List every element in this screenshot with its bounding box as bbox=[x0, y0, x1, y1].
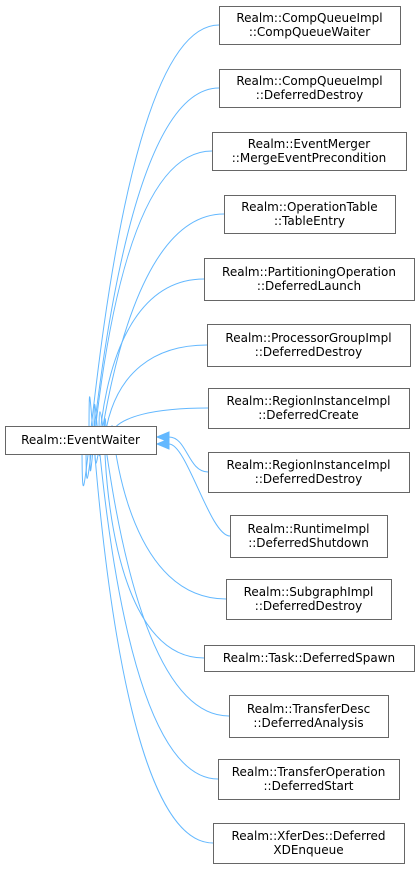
class-name-line: ::DeferredLaunch bbox=[257, 279, 361, 293]
inheritance-edge bbox=[88, 396, 214, 844]
derived-class-node[interactable]: Realm::RuntimeImpl::DeferredShutdown bbox=[230, 515, 388, 558]
inheritance-edge bbox=[168, 443, 231, 537]
class-name-line: Realm::XferDes::Deferred bbox=[232, 829, 386, 843]
class-name-line: ::DeferredCreate bbox=[258, 408, 359, 422]
class-name-line: ::TableEntry bbox=[274, 214, 345, 228]
class-name-line: Realm::RuntimeImpl bbox=[248, 522, 370, 536]
class-box bbox=[218, 759, 400, 800]
class-box bbox=[230, 515, 388, 558]
derived-class-node[interactable]: Realm::Task::DeferredSpawn bbox=[204, 645, 415, 672]
class-name-line: Realm::CompQueueImpl bbox=[236, 11, 382, 25]
class-box bbox=[224, 195, 396, 234]
class-name-line: Realm::OperationTable bbox=[241, 200, 377, 214]
class-name-line: Realm::CompQueueImpl bbox=[236, 74, 382, 88]
class-box bbox=[219, 69, 401, 108]
class-name-line: XDEnqueue bbox=[273, 843, 343, 857]
class-name-line: ::MergeEventPrecondition bbox=[232, 151, 386, 165]
class-box bbox=[219, 6, 401, 45]
inheritance-edge bbox=[81, 24, 220, 487]
class-box bbox=[204, 258, 415, 301]
derived-class-node[interactable]: Realm::RegionInstanceImpl::DeferredCreat… bbox=[208, 388, 410, 429]
base-class-node-event-waiter[interactable]: Realm::EventWaiter bbox=[5, 426, 157, 455]
class-name-line: Realm::TransferOperation bbox=[232, 765, 386, 779]
inheritance-edge bbox=[89, 150, 213, 472]
inheritance-arrowhead bbox=[155, 431, 170, 443]
class-name-line: Realm::PartitioningOperation bbox=[222, 265, 396, 279]
derived-class-node[interactable]: Realm::PartitioningOperation::DeferredLa… bbox=[204, 258, 415, 301]
class-name-line: Realm::Task::DeferredSpawn bbox=[223, 651, 395, 665]
class-name-line: Realm::TransferDesc bbox=[247, 702, 370, 716]
class-name-line: Realm::EventWaiter bbox=[21, 433, 140, 447]
class-name-line: ::DeferredDestroy bbox=[256, 88, 363, 102]
derived-class-node[interactable]: Realm::OperationTable::TableEntry bbox=[224, 195, 396, 234]
derived-class-node[interactable]: Realm::RegionInstanceImpl::DeferredDestr… bbox=[208, 452, 410, 493]
class-name-line: ::DeferredAnalysis bbox=[253, 716, 363, 730]
class-name-line: ::DeferredShutdown bbox=[248, 536, 369, 550]
derived-class-node[interactable]: Realm::TransferDesc::DeferredAnalysis bbox=[229, 695, 389, 738]
inheritance-arrowhead bbox=[155, 438, 170, 450]
class-name-line: ::DeferredDestroy bbox=[255, 472, 362, 486]
class-name-line: ::CompQueueWaiter bbox=[249, 25, 370, 39]
class-nodes: Realm::EventWaiter Realm::CompQueueImpl::… bbox=[5, 6, 415, 864]
derived-class-node[interactable]: Realm::EventMerger::MergeEventPreconditi… bbox=[212, 132, 407, 171]
inheritance-edge bbox=[103, 418, 205, 659]
class-box bbox=[208, 452, 410, 493]
derived-class-node[interactable]: Realm::SubgraphImpl::DeferredDestroy bbox=[226, 579, 392, 620]
class-name-line: ::DeferredStart bbox=[263, 779, 353, 793]
class-box bbox=[5, 426, 157, 455]
derived-class-node[interactable]: Realm::CompQueueImpl::DeferredDestroy bbox=[219, 69, 401, 108]
class-name-line: Realm::SubgraphImpl bbox=[244, 585, 374, 599]
class-name-line: Realm::ProcessorGroupImpl bbox=[225, 331, 391, 345]
inheritance-edge bbox=[93, 403, 219, 780]
class-box bbox=[229, 695, 389, 738]
derived-class-node[interactable]: Realm::ProcessorGroupImpl::DeferredDestr… bbox=[207, 324, 411, 367]
class-box bbox=[212, 132, 407, 171]
class-name-line: ::DeferredDestroy bbox=[255, 345, 362, 359]
inheritance-edge bbox=[98, 411, 230, 717]
inheritance-edge bbox=[111, 425, 227, 600]
class-name-line: Realm::RegionInstanceImpl bbox=[227, 394, 391, 408]
class-box bbox=[207, 324, 411, 367]
class-box bbox=[226, 579, 392, 620]
inheritance-edge bbox=[85, 87, 220, 479]
class-box bbox=[204, 645, 415, 672]
class-name-line: ::DeferredDestroy bbox=[255, 599, 362, 613]
class-box bbox=[213, 823, 405, 864]
inheritance-edge bbox=[168, 436, 209, 473]
derived-class-node[interactable]: Realm::CompQueueImpl::CompQueueWaiter bbox=[219, 6, 401, 45]
inheritance-edge bbox=[98, 278, 205, 457]
class-name-line: Realm::EventMerger bbox=[248, 137, 370, 151]
derived-class-node[interactable]: Realm::TransferOperation::DeferredStart bbox=[218, 759, 400, 800]
class-box bbox=[208, 388, 410, 429]
class-name-line: Realm::RegionInstanceImpl bbox=[227, 458, 391, 472]
